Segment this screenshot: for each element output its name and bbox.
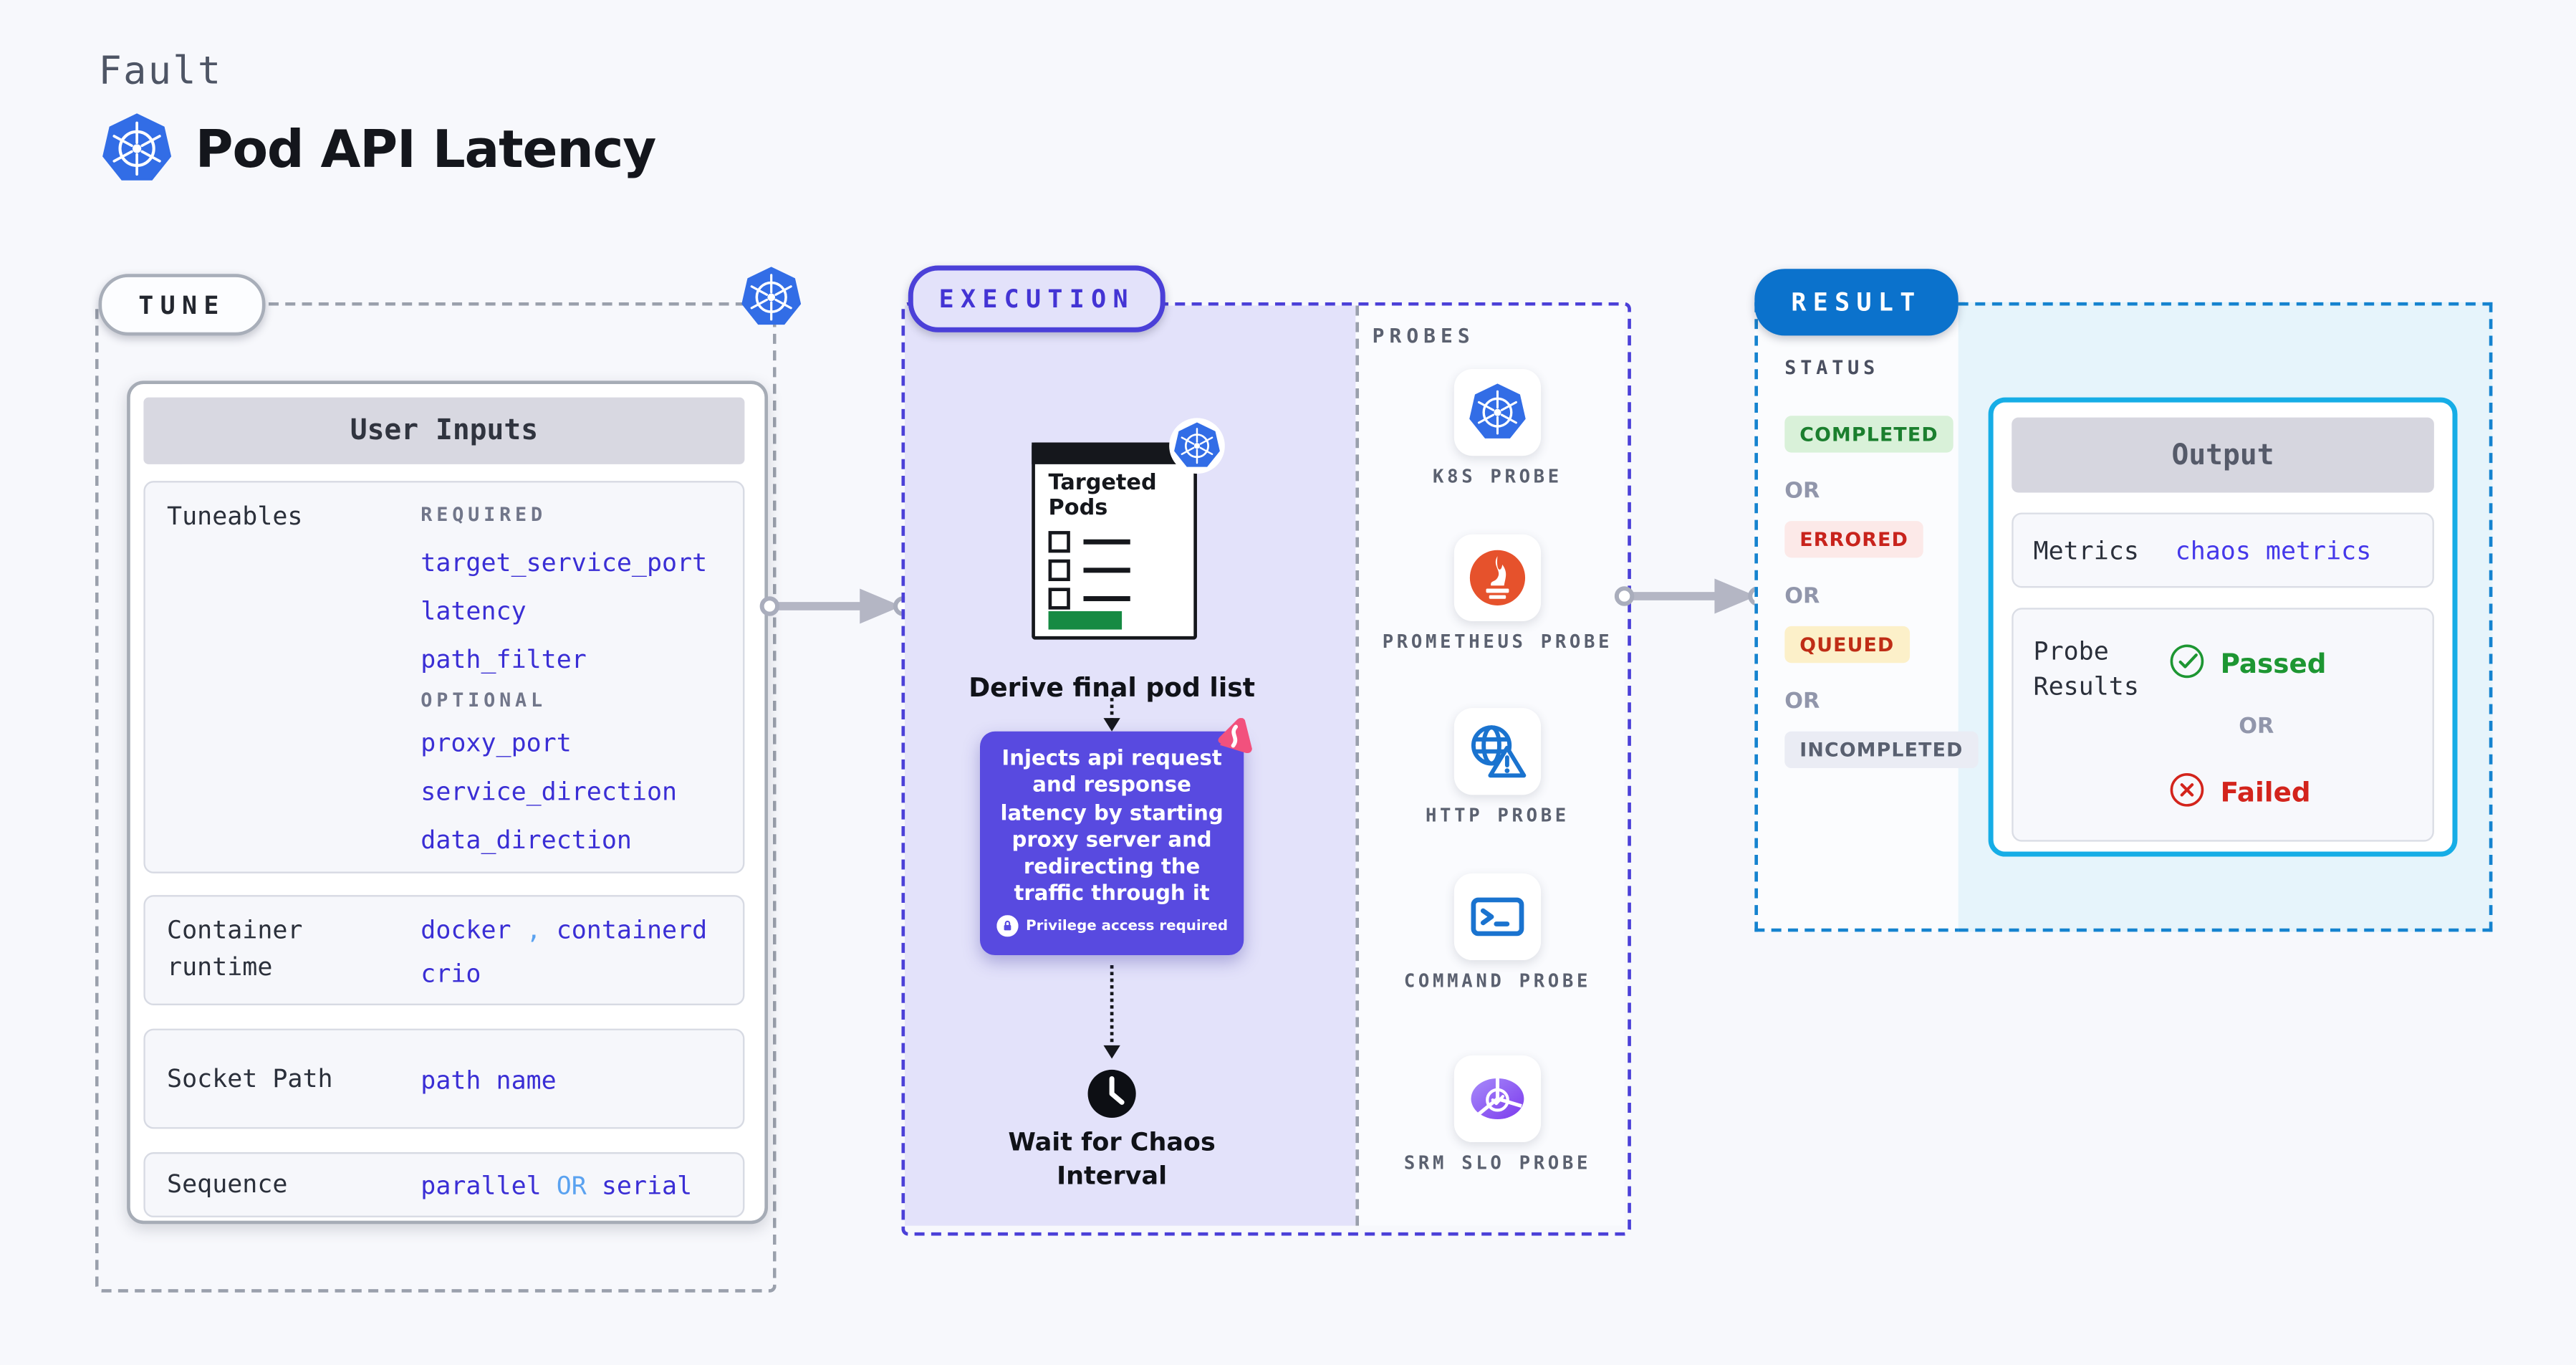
pod-list-item bbox=[1048, 559, 1130, 582]
lock-icon bbox=[996, 915, 1018, 937]
status-badge-errored: ERRORED bbox=[1784, 521, 1923, 558]
probe-card-srm-slo bbox=[1453, 1055, 1542, 1143]
kubernetes-icon bbox=[1468, 382, 1527, 440]
pod-list-item bbox=[1048, 531, 1130, 553]
tuneable-item: service_direction bbox=[420, 776, 678, 807]
kubernetes-icon bbox=[1169, 418, 1225, 474]
flow-arrow-icon bbox=[759, 588, 913, 624]
probe-card-k8s bbox=[1453, 369, 1542, 456]
x-circle-icon bbox=[2170, 772, 2204, 807]
or-label: OR bbox=[1784, 479, 1820, 504]
container-runtime-value-crio: crio bbox=[420, 958, 481, 989]
passed-label: Passed bbox=[2220, 648, 2327, 680]
privilege-note: Privilege access required bbox=[991, 915, 1232, 937]
required-label: REQUIRED bbox=[420, 502, 547, 527]
probe-label: K8S PROBE bbox=[1433, 466, 1562, 488]
optional-label: OPTIONAL bbox=[420, 688, 547, 712]
slo-pie-check-icon bbox=[1471, 1078, 1524, 1119]
progress-bar bbox=[1048, 610, 1123, 630]
probes-header: PROBES bbox=[1372, 324, 1475, 348]
result-badge: RESULT bbox=[1754, 269, 1959, 336]
flow-arrow-icon bbox=[1615, 578, 1768, 614]
arrow-down-icon bbox=[1103, 1045, 1120, 1059]
tune-badge: TUNE bbox=[98, 274, 266, 336]
socket-path-label: Socket Path bbox=[167, 1063, 333, 1094]
pod-list-item bbox=[1048, 588, 1130, 610]
sequence-row bbox=[143, 1152, 745, 1217]
chaos-icon bbox=[1218, 718, 1252, 753]
tuneable-item: path_filter bbox=[420, 644, 587, 675]
container-runtime-values: docker , containerd bbox=[420, 915, 708, 946]
inject-description-text: Injects api request and response latency… bbox=[1000, 744, 1224, 906]
probe-label: HTTP PROBE bbox=[1425, 805, 1570, 827]
tuneables-row bbox=[143, 481, 745, 873]
inject-description-card bbox=[980, 731, 1244, 956]
tune-section-box bbox=[95, 302, 777, 1293]
or-label: OR bbox=[1784, 689, 1820, 715]
or-label: OR bbox=[1784, 584, 1820, 610]
probe-label: PROMETHEUS PROBE bbox=[1382, 631, 1613, 653]
container-runtime-row bbox=[143, 895, 745, 1005]
execution-section-box bbox=[901, 302, 1631, 1236]
targeted-pods-title: Targeted Pods bbox=[1048, 471, 1157, 521]
probe-card-prometheus bbox=[1453, 534, 1542, 621]
probe-results-row bbox=[2012, 608, 2434, 842]
socket-path-value: path name bbox=[420, 1065, 557, 1096]
metrics-row bbox=[2012, 512, 2434, 588]
metrics-value: chaos metrics bbox=[2175, 536, 2372, 567]
wait-chaos-interval-label: Wait for Chaos Interval bbox=[1008, 1127, 1216, 1190]
arrow-down-icon bbox=[1103, 718, 1120, 732]
tuneable-item: target_service_port bbox=[420, 547, 708, 578]
tuneables-label: Tuneables bbox=[167, 501, 303, 532]
or-label: OR bbox=[2239, 714, 2274, 740]
connector-line bbox=[1110, 965, 1114, 1043]
status-badge-queued: QUEUED bbox=[1784, 626, 1910, 664]
probe-card-command bbox=[1453, 873, 1542, 961]
sequence-value: parallel OR serial bbox=[420, 1170, 693, 1201]
status-badge-incompleted: INCOMPLETED bbox=[1784, 731, 1979, 769]
prometheus-icon bbox=[1469, 550, 1526, 605]
http-globe-warning-icon bbox=[1471, 725, 1527, 778]
status-badge-completed: COMPLETED bbox=[1784, 416, 1953, 453]
user-inputs-title: User Inputs bbox=[143, 397, 745, 464]
execution-badge: EXECUTION bbox=[908, 265, 1166, 332]
output-title: Output bbox=[2012, 417, 2434, 493]
connector-line bbox=[1110, 698, 1114, 722]
tuneable-item: data_direction bbox=[420, 825, 632, 856]
check-circle-icon bbox=[2170, 644, 2204, 679]
clock-icon bbox=[1087, 1069, 1136, 1119]
probe-card-http bbox=[1453, 708, 1542, 795]
probe-results-label: Probe Results bbox=[2033, 636, 2139, 701]
terminal-icon bbox=[1471, 897, 1524, 937]
metrics-label: Metrics bbox=[2033, 536, 2139, 567]
page-title: Pod API Latency bbox=[195, 120, 657, 181]
status-label: STATUS bbox=[1784, 355, 1880, 380]
tuneable-item: latency bbox=[420, 595, 527, 626]
fault-kicker: Fault bbox=[98, 49, 223, 94]
socket-path-row bbox=[143, 1028, 745, 1129]
status-section-box bbox=[1754, 302, 1965, 932]
sequence-label: Sequence bbox=[167, 1169, 288, 1199]
failed-label: Failed bbox=[2220, 776, 2311, 808]
kubernetes-icon bbox=[740, 265, 802, 326]
probe-label: SRM SLO PROBE bbox=[1403, 1152, 1592, 1174]
container-runtime-label: Container runtime bbox=[167, 915, 303, 982]
tuneable-item: proxy_port bbox=[420, 728, 572, 759]
probe-label: COMMAND PROBE bbox=[1403, 970, 1592, 992]
kubernetes-icon bbox=[100, 112, 174, 186]
